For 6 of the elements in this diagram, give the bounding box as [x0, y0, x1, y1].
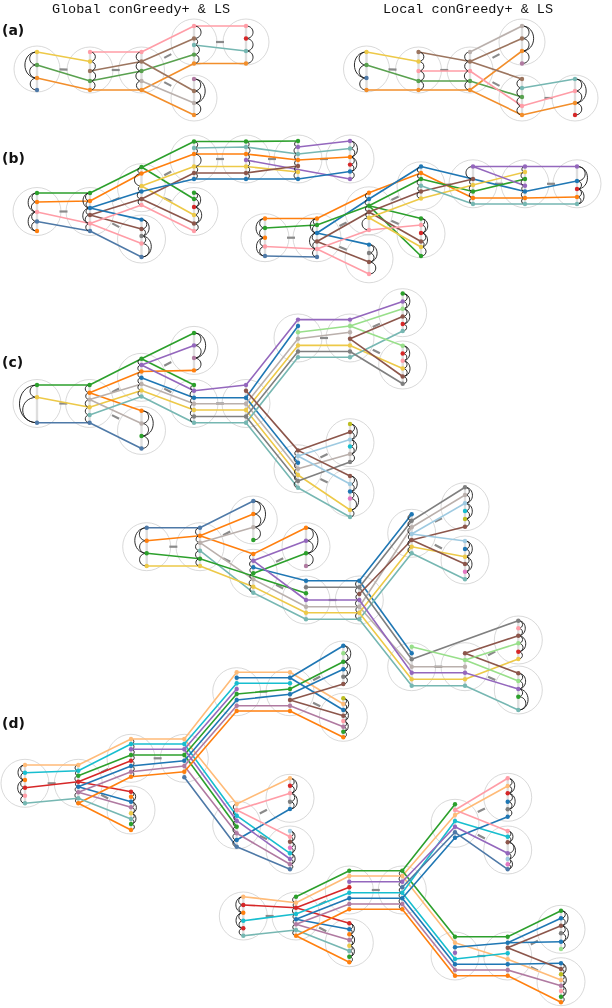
panel-label: (b) [2, 149, 25, 167]
column-heading: Local conGreedy+ & LS [382, 2, 554, 18]
panel-label: (d) [2, 714, 25, 732]
panel-label: (a) [2, 21, 25, 39]
column-heading: Global conGreedy+ & LS [51, 2, 231, 18]
panel-label: (c) [2, 353, 24, 371]
